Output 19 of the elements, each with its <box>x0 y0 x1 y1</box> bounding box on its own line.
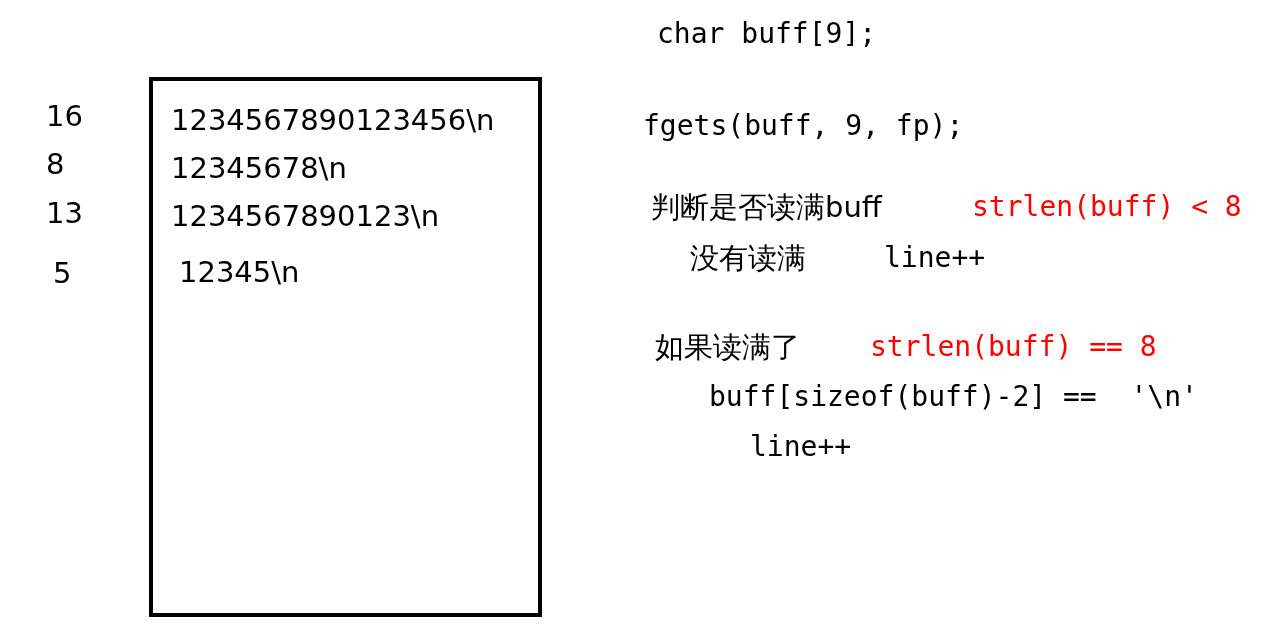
condition-code-text: strlen(buff) < 8 <box>972 190 1242 224</box>
note-text: 没有读满 <box>690 241 806 275</box>
code-text: line++ <box>884 241 986 275</box>
note-text: 如果读满了 <box>655 330 800 364</box>
file-line-text: 12345\n <box>179 255 300 289</box>
code-text: fgets(buff, 9, fp); <box>643 109 964 143</box>
file-line-text: 12345678\n <box>171 151 347 185</box>
file-line-text: 1234567890123\n <box>171 199 439 233</box>
file-line-text: 1234567890123456\n <box>171 103 495 137</box>
code-text: buff[sizeof(buff)-2] == '\n' <box>709 380 1198 414</box>
line-length-number: 5 <box>53 256 72 290</box>
line-length-number: 16 <box>46 99 83 133</box>
text-file-box <box>149 77 542 617</box>
note-text: 判断是否读满buff <box>651 190 882 224</box>
condition-code-text: strlen(buff) == 8 <box>870 330 1157 364</box>
code-text: line++ <box>750 430 852 464</box>
line-length-number: 13 <box>46 196 83 230</box>
code-text: char buff[9]; <box>657 17 877 51</box>
line-length-number: 8 <box>46 147 65 181</box>
